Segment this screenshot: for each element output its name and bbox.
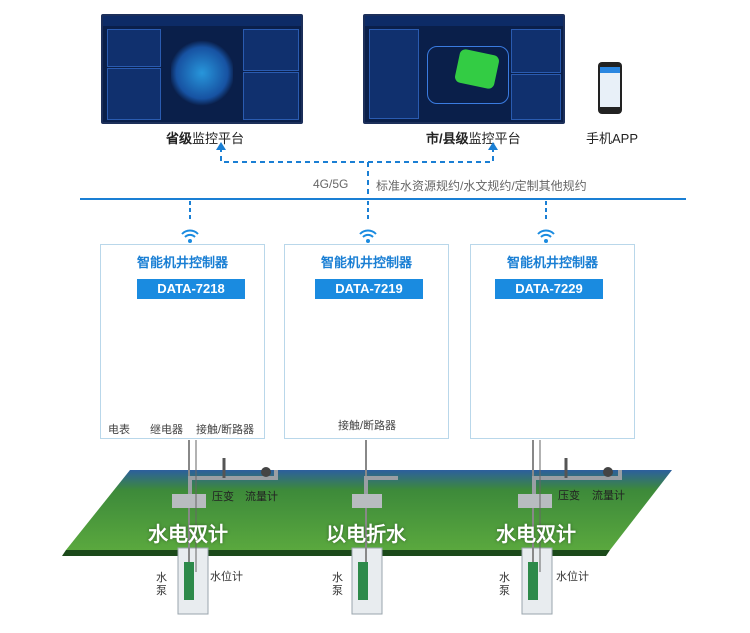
contactor-label: 接触/断路器 xyxy=(196,424,255,436)
controller-model: DATA-7218 xyxy=(137,279,245,299)
mode-label-right: 水电双计 xyxy=(496,524,576,546)
well-right xyxy=(518,440,553,615)
controller-title: 智能机井控制器 xyxy=(320,255,412,270)
wifi-icon xyxy=(359,229,377,238)
controller-box-7219: 智能机井控制器 DATA-7219 xyxy=(284,244,449,439)
wifi-icon xyxy=(181,229,199,238)
mobile-app-phone xyxy=(598,62,622,114)
pipe-middle xyxy=(364,476,398,494)
flow-meter-icon xyxy=(603,467,613,477)
pressure-label: 压变 xyxy=(558,490,580,502)
field-ground xyxy=(66,470,672,550)
controller-box-7218: 智能机井控制器 DATA-7218 xyxy=(100,244,265,439)
cellular-label: 4G/5G xyxy=(313,177,349,191)
wifi-icon-dot xyxy=(544,239,548,243)
well-left xyxy=(172,440,209,615)
flow-meter-icon xyxy=(261,467,271,477)
pipe-left xyxy=(188,470,278,494)
electric-meter-label: 电表 xyxy=(108,424,130,436)
pump-label: 水泵 xyxy=(156,572,167,597)
flow-meter-label: 流量计 xyxy=(245,491,278,503)
city-dashboard-screen xyxy=(363,14,565,124)
mode-label-left: 水电双计 xyxy=(148,524,228,546)
pipe-right xyxy=(532,470,622,494)
pressure-label: 压变 xyxy=(212,491,234,503)
controller-title: 智能机井控制器 xyxy=(506,255,598,270)
well-middle xyxy=(351,440,383,615)
protocol-label: 标准水资源规约/水文规约/定制其他规约 xyxy=(376,179,587,193)
wifi-icon-dot xyxy=(366,239,370,243)
arrow-up-left xyxy=(216,142,226,150)
uplink-dashed-line xyxy=(220,147,494,163)
controller-title: 智能机井控制器 xyxy=(136,255,228,270)
mobile-app-label: 手机APP xyxy=(586,131,639,146)
city-platform-label: 市/县级监控平台 xyxy=(426,131,521,146)
wifi-icon xyxy=(537,229,555,238)
mode-label-middle: 以电折水 xyxy=(326,524,406,546)
pump-label: 水泵 xyxy=(499,572,510,597)
controller-box-7229: 智能机井控制器 DATA-7229 xyxy=(470,244,635,439)
level-meter-label: 水位计 xyxy=(210,571,243,583)
arrow-up-right xyxy=(488,142,498,150)
flow-meter-label: 流量计 xyxy=(592,490,625,502)
controller-model: DATA-7219 xyxy=(315,279,423,299)
provincial-dashboard-screen xyxy=(101,14,303,124)
provincial-platform-label: 省级监控平台 xyxy=(166,131,245,146)
pump-label: 水泵 xyxy=(332,572,343,597)
level-meter-label: 水位计 xyxy=(556,571,589,583)
controller-model: DATA-7229 xyxy=(495,279,603,299)
wifi-icon-dot xyxy=(188,239,192,243)
relay-label: 继电器 xyxy=(150,424,183,436)
contactor-label: 接触/断路器 xyxy=(338,420,397,432)
